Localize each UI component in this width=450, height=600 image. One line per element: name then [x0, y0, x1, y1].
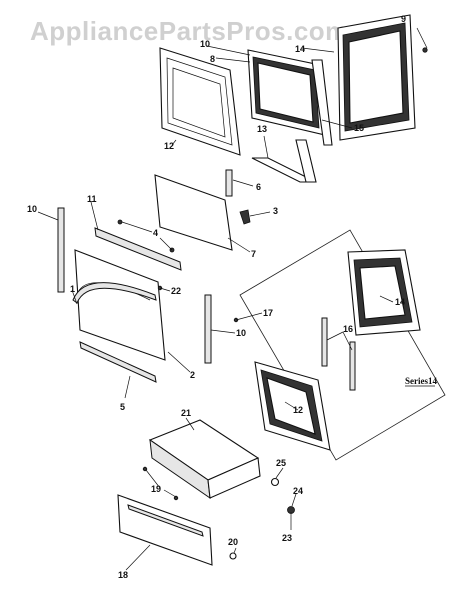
- callout-4: 4: [153, 228, 158, 238]
- callout-14-top: 14: [295, 44, 305, 54]
- clip-part-3: [239, 209, 251, 225]
- callout-14-series: 14: [395, 297, 405, 307]
- callout-5: 5: [120, 402, 125, 412]
- series-label: Series14: [405, 376, 437, 386]
- callout-15: 15: [354, 123, 364, 133]
- callout-11: 11: [87, 194, 97, 204]
- callout-12-top: 12: [164, 141, 174, 151]
- callout-7: 7: [251, 249, 256, 259]
- callout-12-series: 12: [293, 405, 303, 415]
- outer-door-panel-part-1: [72, 249, 166, 361]
- callout-10-right: 10: [236, 328, 246, 338]
- callout-18: 18: [118, 570, 128, 580]
- callout-1: 1: [70, 284, 75, 294]
- screws-part-19: [142, 466, 179, 501]
- top-trim-part-11: [94, 227, 182, 271]
- glass-panel-part-7: [154, 174, 233, 251]
- callout-17: 17: [263, 308, 273, 318]
- side-trim-left-part-10: [57, 207, 65, 293]
- callout-20: 20: [228, 537, 238, 547]
- callout-24: 24: [293, 486, 303, 496]
- callout-6: 6: [256, 182, 261, 192]
- callout-16: 16: [343, 324, 353, 334]
- callout-23: 23: [282, 533, 292, 543]
- wheel-part-25: [270, 477, 280, 487]
- callout-13: 13: [257, 124, 267, 134]
- callout-2: 2: [190, 370, 195, 380]
- door-outer-frame: [159, 47, 241, 156]
- bottom-trim-part-5: [79, 341, 157, 383]
- door-window-panel: [247, 49, 326, 136]
- screw-part-9: [416, 27, 428, 53]
- series14-inset-box: [239, 229, 446, 461]
- callout-19: 19: [151, 484, 161, 494]
- callout-10-left: 10: [27, 204, 37, 214]
- watermark-text: AppliancePartsPros.com: [30, 16, 349, 46]
- callout-8: 8: [210, 54, 215, 64]
- callout-25: 25: [276, 458, 286, 468]
- callout-10-top: 10: [200, 39, 210, 49]
- callout-labels: 10 8 9 14 15 12 13 6 3 7 4 11 10 22 1 17…: [27, 14, 437, 580]
- callout-22: 22: [171, 286, 181, 296]
- callout-3: 3: [273, 206, 278, 216]
- glide-part-20: [229, 552, 237, 560]
- drawer-part-21: [148, 419, 261, 500]
- leader-lines: [37, 45, 435, 571]
- door-seal-strip: [311, 59, 333, 146]
- side-trim-right-part-10: [204, 294, 212, 364]
- callout-21: 21: [181, 408, 191, 418]
- hinge-bar-part-6: [225, 169, 233, 197]
- door-inner-liner: [337, 14, 416, 141]
- foot-part-23-24: [287, 506, 295, 530]
- callout-9: 9: [401, 14, 406, 24]
- drawer-front-part-18: [117, 494, 213, 566]
- bracket-part-13: [251, 139, 317, 183]
